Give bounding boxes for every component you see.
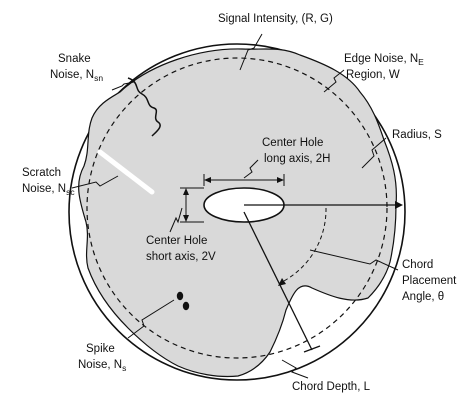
label-edge-noise-1: Edge Noise, NE bbox=[344, 53, 424, 67]
label-center-hole-long-1: Center Hole bbox=[262, 137, 323, 149]
spike-dot-2 bbox=[182, 301, 190, 311]
snake-noise-squiggle bbox=[127, 77, 161, 137]
label-center-hole-long-2: long axis, 2H bbox=[264, 153, 330, 165]
label-center-hole-short-2: short axis, 2V bbox=[146, 251, 216, 263]
label-chord-placement-1: Chord bbox=[402, 259, 433, 271]
label-spike-noise-2: Noise, Ns bbox=[78, 359, 126, 373]
leader-chord-depth bbox=[281, 359, 309, 379]
leader-center-hole-long bbox=[243, 159, 259, 179]
label-edge-noise-2: Region, W bbox=[346, 69, 400, 81]
label-center-hole-short-1: Center Hole bbox=[146, 235, 207, 247]
short-axis-arrow-top bbox=[183, 188, 189, 195]
leader-edge-noise bbox=[323, 69, 345, 93]
chord-line bbox=[243, 211, 313, 351]
label-chord-depth: Chord Depth, L bbox=[292, 381, 371, 393]
chord-angle-arrow bbox=[278, 278, 286, 286]
chord-depth-tick bbox=[303, 345, 321, 353]
label-radius: Radius, S bbox=[392, 129, 442, 141]
label-snake-noise-1: Snake bbox=[58, 53, 91, 65]
leader-radius bbox=[361, 137, 387, 169]
label-chord-placement-2: Placement bbox=[402, 275, 457, 287]
edge-region-dashed-circle bbox=[86, 57, 388, 359]
leader-chord-placement bbox=[309, 249, 399, 271]
long-axis-arrow-left bbox=[204, 177, 211, 183]
leader-scratch bbox=[71, 175, 119, 189]
leader-signal-intensity bbox=[239, 33, 263, 71]
short-axis-arrow-bottom bbox=[183, 215, 189, 222]
label-scratch-1: Scratch bbox=[22, 167, 61, 179]
label-chord-placement-3: Angle, θ bbox=[402, 291, 444, 303]
leader-snake-noise bbox=[111, 81, 135, 91]
spike-dot-1 bbox=[176, 291, 184, 301]
long-axis-arrow-right bbox=[277, 177, 284, 183]
label-scratch-2: Noise, Nsc bbox=[22, 183, 75, 197]
scratch-mark bbox=[97, 149, 155, 195]
leader-spike-noise bbox=[127, 299, 175, 339]
radius-arrow bbox=[395, 201, 403, 209]
chord-angle-arc bbox=[279, 207, 327, 284]
label-spike-noise-1: Spike bbox=[86, 343, 115, 355]
label-signal-intensity: Signal Intensity, (R, G) bbox=[218, 13, 333, 25]
leader-center-hole-short bbox=[169, 207, 183, 233]
label-snake-noise-2: Noise, Nsn bbox=[50, 69, 103, 83]
